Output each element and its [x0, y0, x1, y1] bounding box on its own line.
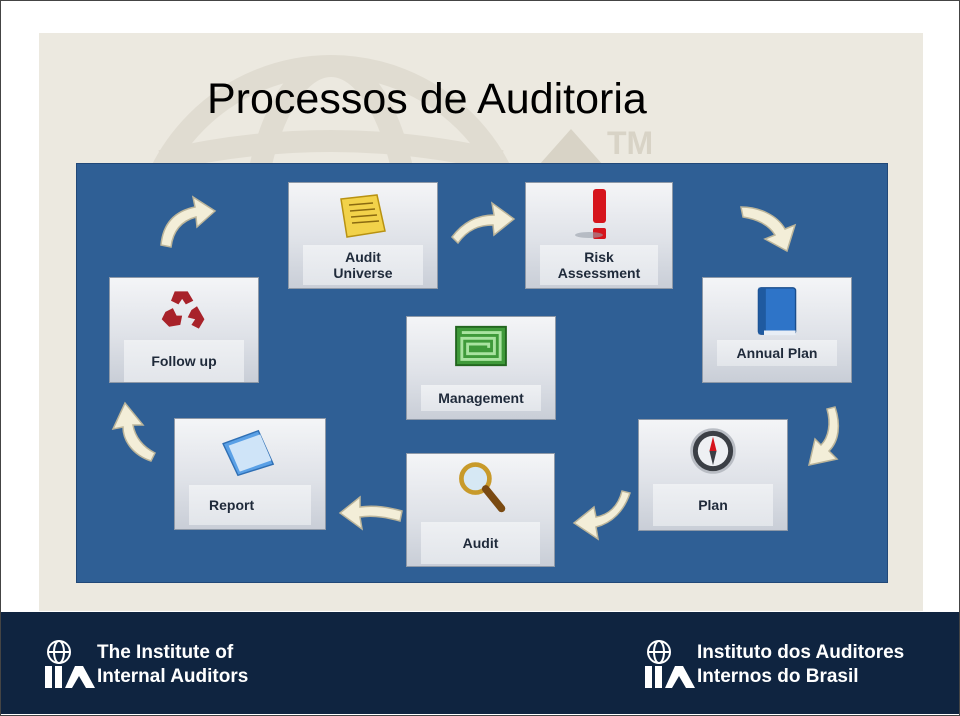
logo-line-1: The Institute of	[97, 642, 234, 663]
arrow-risk-assessment-to-annual-plan	[740, 206, 797, 253]
logo-line-2: Internos do Brasil	[697, 666, 859, 687]
logo-line-2: Internal Auditors	[97, 666, 249, 687]
iia-globe-logo-icon	[645, 640, 695, 688]
watermark-triangle	[539, 129, 603, 165]
maze-icon	[455, 325, 507, 367]
node-label: Report	[189, 485, 311, 525]
iia-logo-left: The Institute of Internal Auditors	[39, 638, 248, 692]
magnifier-icon	[458, 462, 505, 513]
node-label: Management	[421, 385, 541, 411]
iia-globe-logo-icon	[45, 640, 95, 688]
logo-text: Instituto dos Auditores Internos do Bras…	[697, 641, 904, 689]
node-label: Audit	[421, 522, 540, 564]
node-label: Risk Assessment	[540, 245, 658, 285]
node-management: Management	[406, 316, 556, 420]
node-risk-assessment: Risk Assessment	[525, 182, 673, 289]
node-plan: Plan	[638, 419, 788, 531]
node-label: Follow up	[124, 340, 244, 382]
node-label: Annual Plan	[717, 340, 837, 366]
book-icon	[757, 287, 797, 336]
node-annual-plan: Annual Plan	[702, 277, 852, 383]
recycle-icon	[161, 291, 205, 329]
logo-line-1: Instituto dos Auditores	[697, 642, 905, 663]
arrow-annual-plan-to-plan	[808, 406, 840, 466]
node-audit-universe: Audit Universe	[288, 182, 438, 289]
arrow-report-to-follow-up	[111, 401, 157, 462]
watermark-tm: TM	[607, 125, 654, 161]
arrow-audit-universe-to-risk-assessment	[451, 201, 516, 245]
arrow-plan-to-audit	[572, 490, 631, 541]
exclamation-icon	[575, 189, 606, 239]
footer-bar: The Institute of Internal Auditors Insti…	[1, 612, 959, 714]
compass-icon	[690, 428, 736, 474]
iia-logo-right: Instituto dos Auditores Internos do Bras…	[639, 638, 904, 692]
node-label: Audit Universe	[303, 245, 423, 285]
node-report: Report	[174, 418, 326, 530]
document-icon	[340, 194, 386, 238]
arrow-audit-to-report	[338, 495, 403, 531]
logo-text: The Institute of Internal Auditors	[97, 641, 248, 689]
paper-icon	[222, 429, 275, 477]
arrow-follow-up-to-audit-universe	[160, 195, 217, 248]
node-follow-up: Follow up	[109, 277, 259, 383]
node-audit: Audit	[406, 453, 555, 567]
slide-title: Processos de Auditoria	[207, 75, 647, 123]
node-label: Plan	[653, 484, 773, 526]
